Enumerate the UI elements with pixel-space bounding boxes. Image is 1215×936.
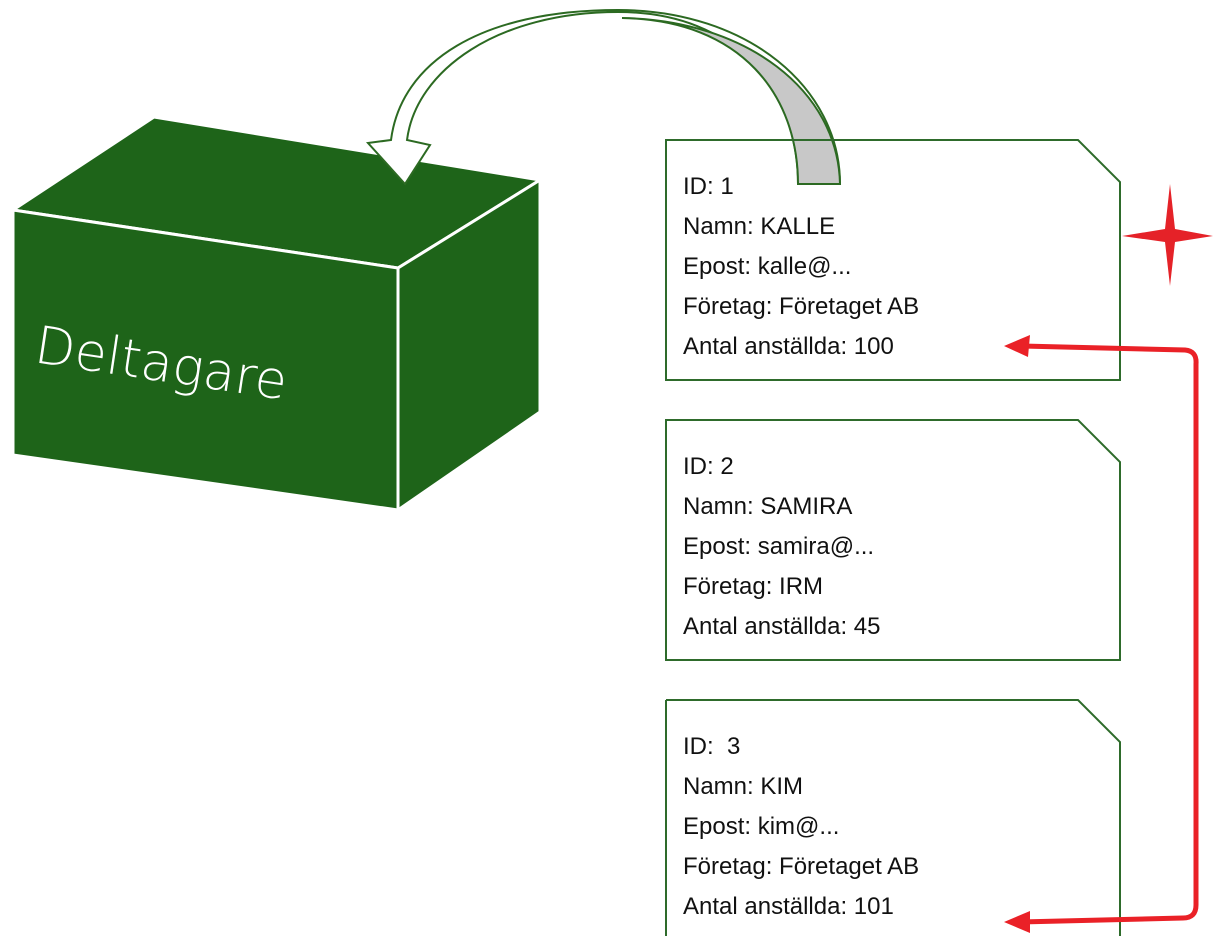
- record-name: Namn: SAMIRA: [683, 493, 853, 520]
- record-email: Epost: kalle@...: [683, 253, 852, 280]
- box-side-face: [396, 177, 542, 513]
- record-company: Företag: Företaget AB: [683, 293, 920, 320]
- card-3-outline: [665, 699, 1121, 936]
- four-point-star-icon: [1122, 184, 1213, 286]
- record-card-3: ID: 3 Namn: KIM Epost: kim@... Företag: …: [666, 727, 1120, 927]
- record-company: Företag: Företaget AB: [683, 853, 920, 880]
- record-card-2: ID: 2 Namn: SAMIRA Epost: samira@... För…: [666, 447, 1120, 647]
- record-employees: Antal anställda: 101: [683, 893, 894, 920]
- record-company: Företag: IRM: [683, 573, 824, 600]
- record-employees: Antal anställda: 45: [683, 613, 881, 640]
- card-2-outline: [665, 419, 1121, 661]
- card-1-outline: [665, 139, 1121, 381]
- connector-arrowhead-bottom: [1004, 911, 1030, 933]
- record-email: Epost: samira@...: [683, 533, 875, 560]
- record-id: ID: 2: [683, 453, 734, 480]
- connector-arrowhead-top: [1004, 335, 1030, 357]
- double-headed-arrow-icon: [1017, 343, 1199, 925]
- deltagare-box: Deltagare: [8, 115, 545, 513]
- curved-arrow-shade: [621, 17, 842, 185]
- record-email: Epost: kim@...: [683, 813, 840, 840]
- record-card-1: ID: 1 Namn: KALLE Epost: kalle@... Föret…: [666, 167, 1120, 367]
- curved-arrow-icon: [365, 8, 842, 186]
- record-name: Namn: KALLE: [683, 213, 836, 240]
- record-name: Namn: KIM: [683, 773, 804, 800]
- record-id: ID: 1: [683, 173, 734, 200]
- record-employees: Antal anställda: 100: [683, 333, 894, 360]
- record-id: ID: 3: [683, 733, 741, 760]
